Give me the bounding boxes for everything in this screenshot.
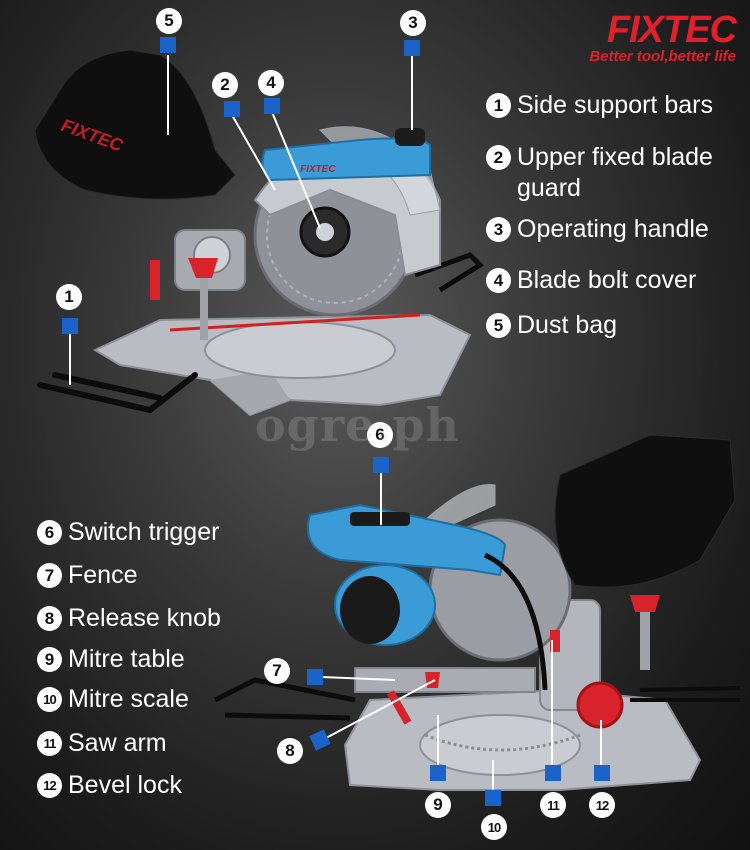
legend-item-5: 5 Dust bag (486, 310, 741, 341)
bottom-dust-bag (554, 434, 736, 588)
bottom-saw-image (213, 434, 741, 791)
bottom-side-bars (213, 677, 356, 721)
legend-item-4: 4 Blade bolt cover (486, 265, 741, 296)
marker-11 (545, 765, 561, 781)
legend-label: Upper fixed blade guard (517, 143, 713, 202)
callout-4: 4 (258, 70, 284, 96)
legend-item-1: 1 Side support bars (486, 90, 741, 121)
callout-6: 6 (367, 422, 393, 448)
watermark: ogre.ph (255, 398, 460, 452)
callout-3: 3 (400, 10, 426, 36)
release-knob (387, 690, 412, 725)
side-support-bars (37, 372, 198, 414)
top-saw-image: FIXTEC FIXTEC (34, 49, 484, 417)
legend-label: Side support bars (517, 91, 713, 119)
legend-label: Release knob (68, 604, 221, 632)
brand-logo: FIXTEC (606, 9, 737, 51)
legend-label: Bevel lock (68, 771, 182, 799)
dust-bag (34, 49, 236, 200)
legend-label: Operating handle (517, 215, 709, 243)
callout-12: 12 (589, 792, 615, 818)
marker-1 (62, 318, 78, 334)
legend-item-8: 8 Release knob (37, 603, 272, 634)
legend-number: 6 (37, 520, 62, 545)
legend-item-9: 9 Mitre table (37, 644, 272, 675)
legend-label: Mitre scale (68, 685, 189, 713)
legend-bottom: 6 Switch trigger 7 Fence 8 Release knob … (37, 517, 272, 801)
legend-label: Saw arm (68, 729, 167, 757)
callout-7: 7 (264, 658, 290, 684)
marker-2 (224, 101, 240, 117)
mitre-scale (424, 733, 581, 752)
legend-number: 5 (486, 313, 511, 338)
legend-number: 7 (37, 563, 62, 588)
legend-item-12: 12 Bevel lock (37, 770, 272, 801)
legend-number: 1 (486, 93, 511, 118)
legend-number: 8 (37, 606, 62, 631)
callout-10: 10 (481, 814, 507, 840)
brand-block: FIXTEC Better tool,better life (589, 9, 737, 65)
legend-number: 12 (37, 773, 62, 798)
legend-label: Blade bolt cover (517, 266, 697, 294)
callout-9: 9 (425, 792, 451, 818)
legend-number: 4 (486, 268, 511, 293)
marker-4 (264, 98, 280, 114)
marker-6 (373, 457, 389, 473)
legend-label: Fence (68, 561, 138, 589)
legend-label: Switch trigger (68, 518, 220, 546)
legend-label: Mitre table (68, 645, 185, 673)
legend-top: 1 Side support bars 2 Upper fixed blade … (486, 90, 741, 341)
leader-lines (69, 55, 602, 790)
legend-item-2: 2 Upper fixed blade guard (486, 142, 736, 204)
callout-2: 2 (212, 72, 238, 98)
legend-number: 10 (37, 687, 62, 712)
guard-logo: FIXTEC (300, 164, 336, 175)
legend-item-10: 10 Mitre scale (37, 684, 272, 715)
marker-10 (485, 790, 501, 806)
legend-number: 11 (37, 731, 62, 756)
legend-number: 9 (37, 647, 62, 672)
operating-handle (261, 137, 431, 182)
marker-5 (160, 37, 176, 53)
legend-item-3: 3 Operating handle (486, 214, 741, 245)
brand-tagline: Better tool,better life (589, 48, 736, 65)
power-cord (414, 252, 484, 293)
marker-7 (307, 669, 323, 685)
marker-12 (594, 765, 610, 781)
legend-item-11: 11 Saw arm (37, 728, 272, 759)
callout-1: 1 (56, 284, 82, 310)
legend-number: 3 (486, 217, 511, 242)
callout-11: 11 (540, 792, 566, 818)
callout-5: 5 (156, 8, 182, 34)
legend-item-7: 7 Fence (37, 560, 272, 591)
legend-number: 2 (486, 145, 511, 170)
marker-3 (404, 40, 420, 56)
mitre-table (419, 714, 581, 776)
callout-8: 8 (277, 738, 303, 764)
legend-label: Dust bag (517, 311, 618, 339)
marker-9 (430, 765, 446, 781)
legend-item-6: 6 Switch trigger (37, 517, 272, 548)
